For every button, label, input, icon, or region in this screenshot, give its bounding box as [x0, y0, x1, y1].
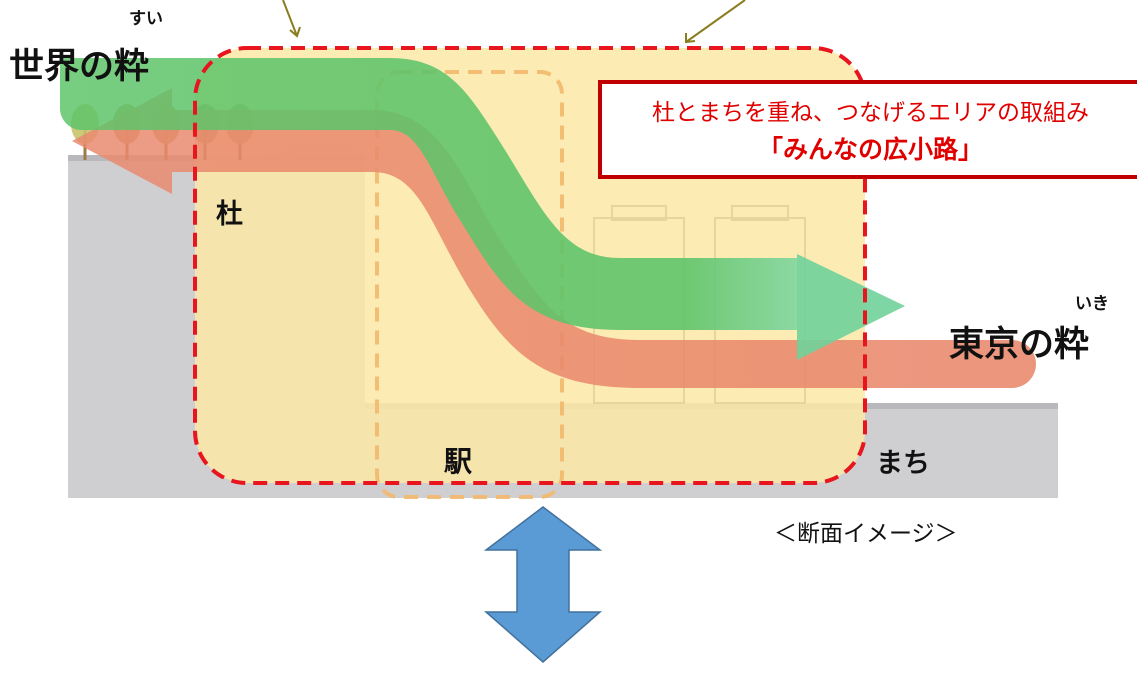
callout-box: 杜とまちを重ね、つなげるエリアの取組み 「みんなの広小路」 — [598, 80, 1137, 179]
station-label: 駅 — [444, 445, 473, 478]
area-dashed-border — [193, 46, 867, 485]
world-flow-arrowhead-right — [797, 254, 905, 360]
leader-line — [282, 0, 746, 44]
mori-label: 杜 — [216, 199, 243, 230]
callout-line2: 「みんなの広小路」 — [757, 135, 983, 164]
world-label: 世界の粋 — [9, 47, 150, 87]
station-outline — [375, 70, 564, 499]
callout-line1: 杜とまちを重ね、つなげるエリアの取組み — [652, 100, 1089, 126]
world-flow-band — [60, 58, 797, 330]
section-caption: ＜断面イメージ＞ — [774, 521, 958, 547]
tokyo-label: 東京の粋 — [949, 325, 1090, 365]
tokyo-flow-band — [172, 110, 1036, 388]
machi-label: まち — [876, 448, 930, 479]
vertical-double-arrow-icon — [483, 506, 603, 663]
world-ruby: すい — [129, 9, 163, 29]
tokyo-ruby: いき — [1075, 294, 1109, 314]
